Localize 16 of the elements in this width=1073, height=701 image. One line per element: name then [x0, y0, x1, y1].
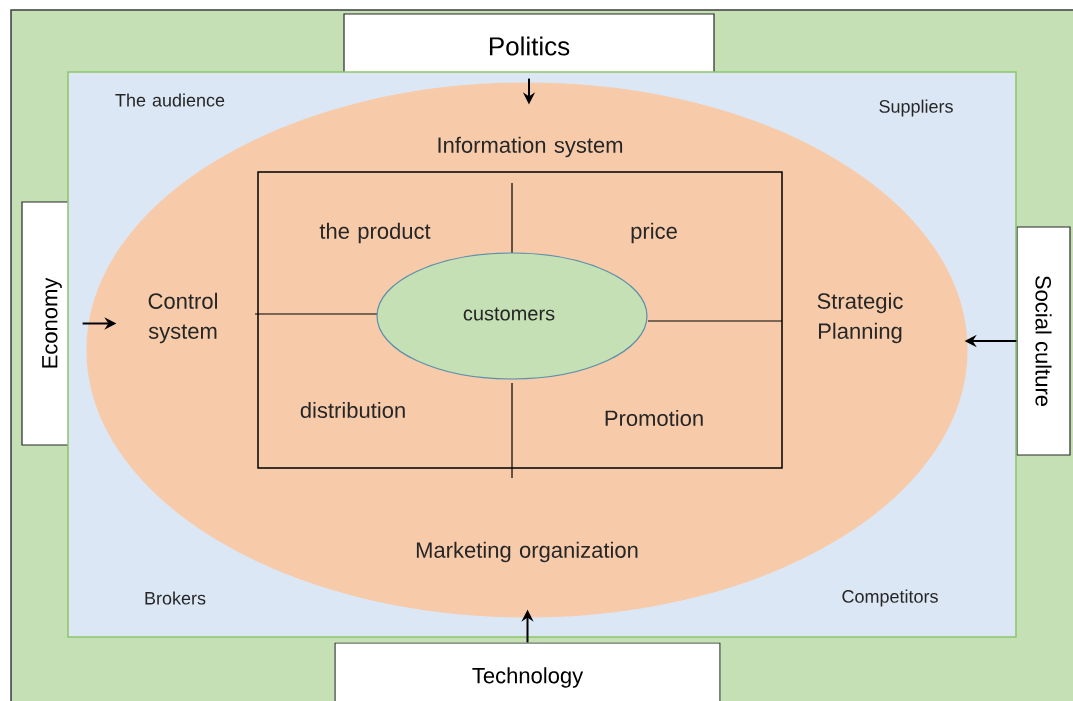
label-box: Politics — [343, 13, 715, 79]
label-text: Control system — [148, 292, 217, 344]
label-box: Social culture — [1016, 226, 1071, 456]
label-text: customers — [463, 307, 555, 321]
label-text: price — [631, 222, 677, 244]
label-text: Competitors — [842, 589, 938, 607]
label-text: the product — [319, 222, 431, 244]
label-box: Technology — [334, 642, 721, 701]
label-text: distribution — [300, 401, 405, 419]
label-text: The audience — [115, 93, 225, 107]
label-text: Suppliers — [879, 99, 953, 117]
label-text: Promotion — [605, 409, 703, 427]
label-text: Marketing organization — [416, 541, 638, 563]
label-text: Strategic Planning — [817, 292, 903, 344]
label-text: Information system — [438, 136, 623, 158]
label-text: Brokers — [145, 591, 206, 605]
